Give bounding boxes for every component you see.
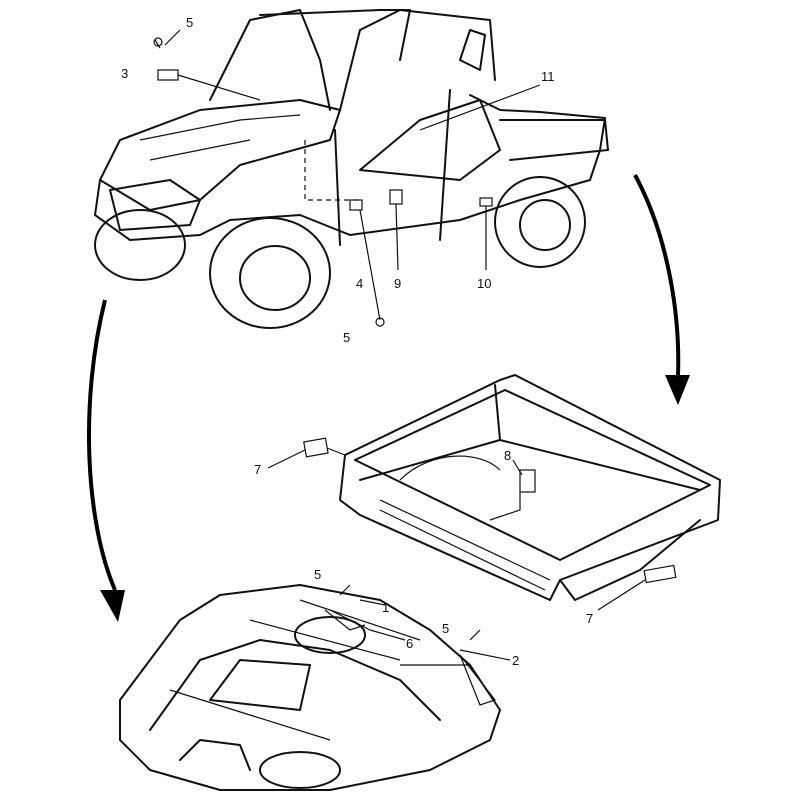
callout-8: 8 bbox=[504, 448, 511, 463]
callout-7-left: 7 bbox=[254, 462, 261, 477]
callout-9: 9 bbox=[394, 276, 401, 291]
callout-labels: 5 3 11 4 9 10 5 7 8 7 5 1 6 5 2 bbox=[121, 15, 593, 668]
arrow-to-bed bbox=[633, 174, 681, 376]
utility-vehicle-drawing bbox=[94, 9, 609, 329]
callout-5-mid: 5 bbox=[343, 330, 350, 345]
hood-drawing bbox=[119, 584, 511, 791]
callout-2: 2 bbox=[512, 653, 519, 668]
callout-4: 4 bbox=[356, 276, 363, 291]
callout-7-right: 7 bbox=[586, 611, 593, 626]
arrow-to-hood bbox=[87, 299, 117, 591]
callout-10: 10 bbox=[477, 276, 491, 291]
arrow-head-hood bbox=[100, 590, 125, 622]
arrow-head-bed bbox=[665, 375, 690, 405]
callout-5-top: 5 bbox=[186, 15, 193, 30]
callout-11: 11 bbox=[541, 69, 555, 84]
callout-6: 6 bbox=[406, 636, 413, 651]
callout-1: 1 bbox=[382, 600, 389, 615]
callout-3: 3 bbox=[121, 66, 128, 81]
arrows bbox=[87, 174, 690, 622]
callout-5-hood-left: 5 bbox=[314, 567, 321, 582]
callout-5-hood-right: 5 bbox=[442, 621, 449, 636]
cargo-bed-drawing bbox=[267, 374, 721, 611]
